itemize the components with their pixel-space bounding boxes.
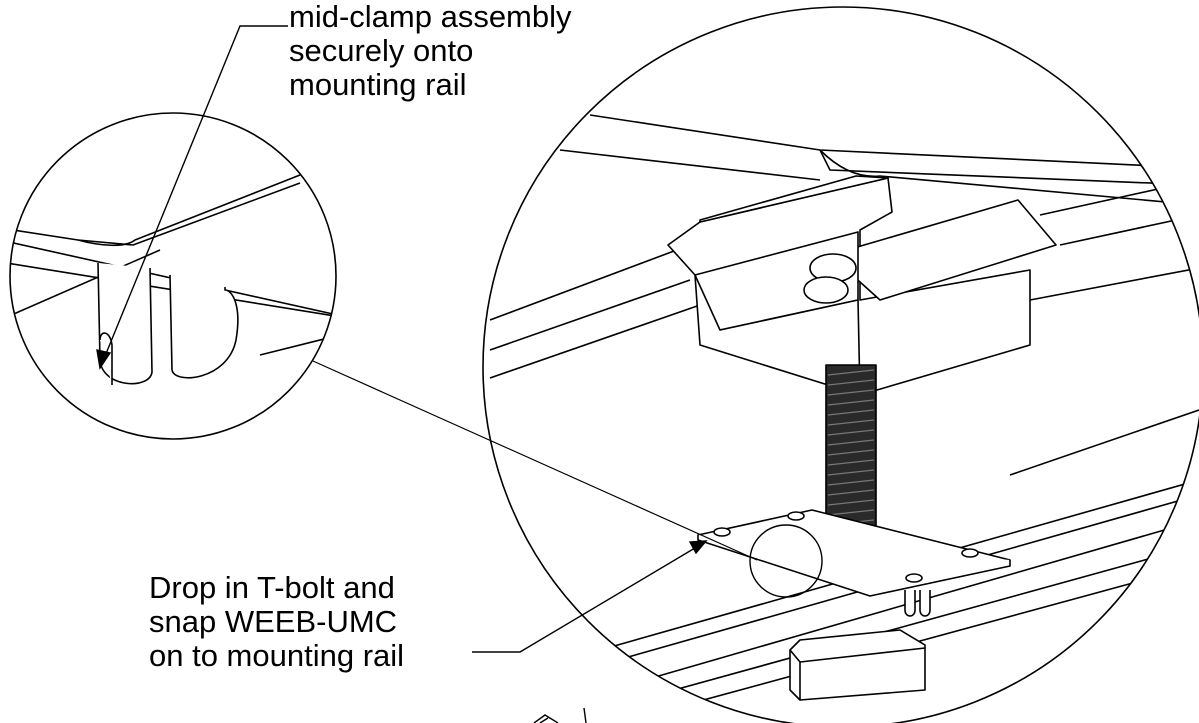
bottom-fragment bbox=[533, 707, 587, 723]
weeb-umc-plate bbox=[697, 509, 1011, 617]
mid-clamp bbox=[667, 175, 1057, 396]
inset-view-circle bbox=[9, 112, 337, 440]
magnified-view-large bbox=[489, 114, 1199, 721]
leader-lines bbox=[96, 25, 708, 653]
callout-top-text: mid-clamp assembly securely onto mountin… bbox=[289, 0, 572, 102]
rail-line bbox=[489, 244, 691, 321]
magnification-connectors bbox=[312, 360, 823, 598]
arrowhead-bottom bbox=[688, 540, 708, 555]
leader-bottom bbox=[472, 544, 701, 653]
arrowhead-top bbox=[96, 349, 112, 370]
clip-tab bbox=[97, 262, 239, 385]
leader-top bbox=[102, 25, 288, 362]
t-bolt-head bbox=[789, 629, 926, 701]
magnified-view-circle bbox=[482, 6, 1199, 723]
inset-view-small bbox=[10, 174, 336, 385]
callout-bottom-text: Drop in T-bolt and snap WEEB-UMC on to m… bbox=[149, 570, 405, 673]
